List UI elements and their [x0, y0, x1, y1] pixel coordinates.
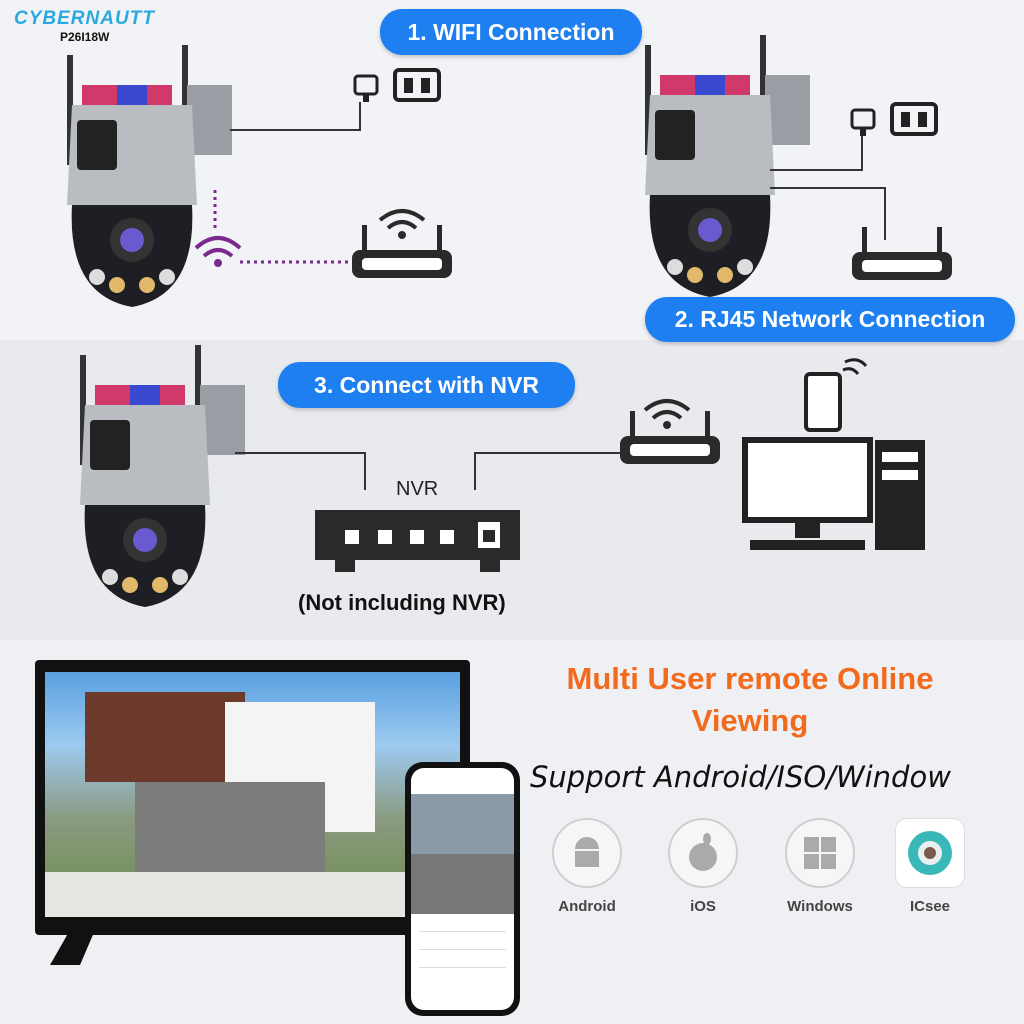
wifi-signal-icon — [194, 236, 242, 267]
connection-diagram — [67, 35, 952, 607]
windows-icon — [785, 818, 855, 888]
brand-logo: CYBERNAUTT — [14, 8, 155, 29]
nvr-label: NVR — [396, 478, 439, 500]
nvr-note: (Not including NVR) — [298, 590, 506, 615]
apple-icon — [668, 818, 738, 888]
router-icon — [852, 227, 952, 280]
camera-live-view — [45, 672, 460, 917]
platform-label: Windows — [787, 898, 853, 915]
platform-label: iOS — [690, 898, 716, 915]
camera-2 — [645, 35, 810, 297]
icsee-app-icon — [895, 818, 965, 888]
platform-android: Android — [542, 818, 632, 915]
tv-monitor — [35, 660, 470, 935]
platform-icsee: ICsee — [885, 818, 975, 915]
step-nvr-label: 3. Connect with NVR — [278, 362, 575, 408]
router-icon — [620, 411, 720, 464]
platform-label: Android — [558, 898, 616, 915]
router-wifi-icon — [643, 399, 691, 431]
model-number: P26I18W — [60, 30, 110, 44]
smartphone-icon — [804, 358, 868, 432]
android-icon — [552, 818, 622, 888]
smartphone-app-preview — [405, 762, 520, 1016]
support-text: Support Android/ISO/Window — [530, 760, 951, 794]
router-wifi-icon — [378, 209, 426, 241]
platform-label: ICsee — [909, 898, 951, 915]
camera-1 — [67, 45, 232, 307]
headline: Multi User remote Online Viewing — [566, 661, 934, 738]
camera-3 — [80, 345, 245, 607]
step-rj45-label: 2. RJ45 Network Connection — [645, 297, 1015, 342]
power-outlet-icon — [850, 102, 938, 138]
step-wifi-label: 1. WIFI Connection — [380, 9, 642, 55]
platform-ios: iOS — [658, 818, 748, 915]
power-outlet-icon — [353, 68, 441, 104]
desktop-computer-icon — [742, 437, 925, 550]
platform-windows: Windows — [775, 818, 865, 915]
nvr-device-icon — [315, 510, 520, 572]
